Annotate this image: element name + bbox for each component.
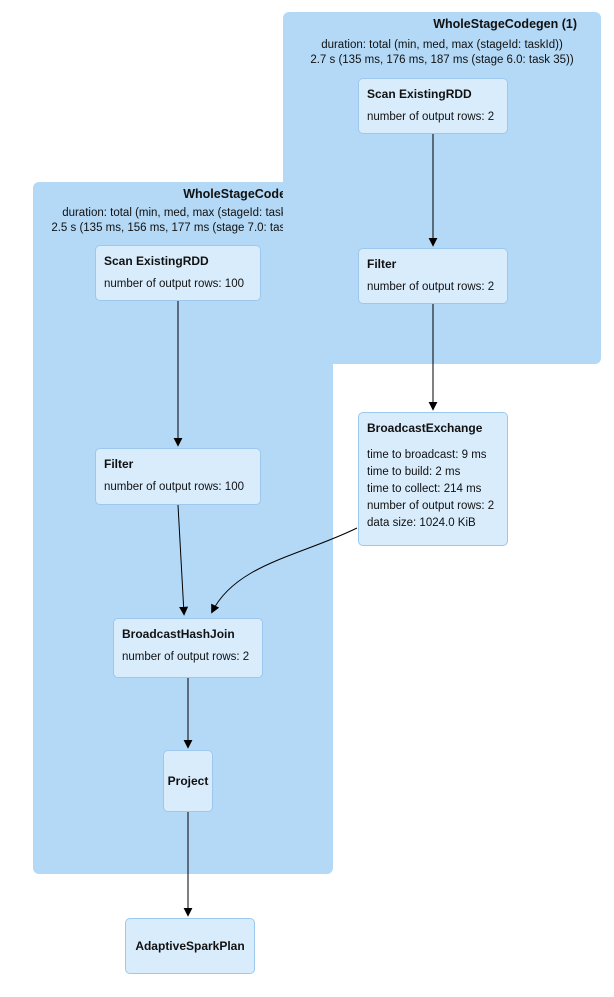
node-metric: number of output rows: 2 (367, 500, 495, 512)
node-scan-existingrdd-2[interactable]: Scan ExistingRDD number of output rows: … (95, 245, 261, 301)
node-title: Filter (367, 257, 397, 271)
node-title: BroadcastHashJoin (122, 627, 235, 641)
node-broadcasthashjoin[interactable]: BroadcastHashJoin number of output rows:… (113, 618, 263, 678)
node-metric: number of output rows: 100 (104, 278, 244, 290)
node-metric: number of output rows: 2 (367, 111, 495, 123)
node-metric: data size: 1024.0 KiB (367, 517, 476, 529)
node-metric: time to broadcast: 9 ms (367, 449, 487, 461)
duration-value: 2.7 s (135 ms, 176 ms, 187 ms (stage 6.0… (310, 53, 574, 66)
duration-value: 2.5 s (135 ms, 156 ms, 177 ms (stage 7.0… (51, 221, 315, 234)
duration-label: duration: total (min, med, max (stageId:… (321, 39, 563, 51)
cluster-duration: duration: total (min, med, max (stageId:… (283, 38, 601, 67)
node-title: BroadcastExchange (367, 421, 483, 435)
node-metric: time to collect: 214 ms (367, 483, 482, 495)
node-metric: time to build: 2 ms (367, 466, 461, 478)
node-adaptivesparkplan[interactable]: AdaptiveSparkPlan (125, 918, 255, 974)
node-filter-2[interactable]: Filter number of output rows: 100 (95, 448, 261, 505)
node-metrics: time to broadcast: 9 ms time to build: 2… (367, 447, 499, 532)
cluster-duration: duration: total (min, med, max (stageId:… (33, 206, 333, 235)
node-title: Scan ExistingRDD (367, 87, 472, 101)
cluster-wholestagecodegen-1: WholeStageCodegen (1) duration: total (m… (283, 12, 601, 364)
node-title: Scan ExistingRDD (104, 254, 209, 268)
node-title: Filter (104, 457, 134, 471)
duration-label: duration: total (min, med, max (stageId:… (62, 207, 304, 219)
node-metric: number of output rows: 2 (122, 651, 250, 663)
cluster-title: WholeStageCodegen (1) (433, 17, 577, 31)
node-filter-1[interactable]: Filter number of output rows: 2 (358, 248, 508, 304)
node-broadcast-exchange[interactable]: BroadcastExchange time to broadcast: 9 m… (358, 412, 508, 546)
node-project[interactable]: Project (163, 750, 213, 812)
node-metric: number of output rows: 2 (367, 281, 495, 293)
node-title: Project (167, 774, 209, 788)
node-metric: number of output rows: 100 (104, 481, 244, 493)
node-title: AdaptiveSparkPlan (135, 939, 245, 953)
node-scan-existingrdd-1[interactable]: Scan ExistingRDD number of output rows: … (358, 78, 508, 134)
